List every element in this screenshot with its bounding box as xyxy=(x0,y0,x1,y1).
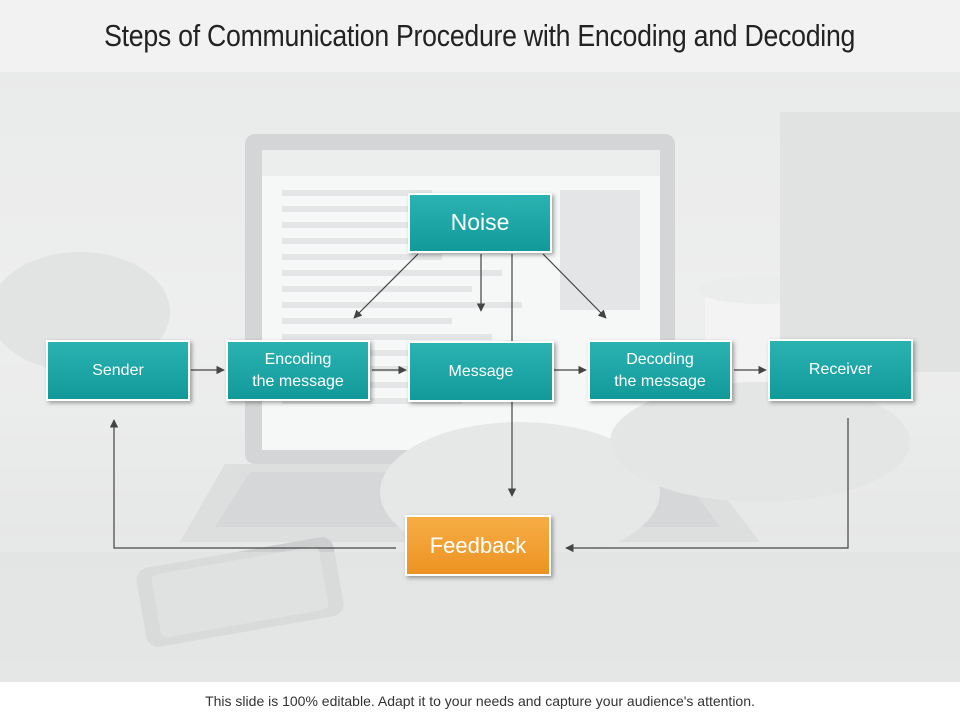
node-message: Message xyxy=(408,341,554,402)
footer-note: This slide is 100% editable. Adapt it to… xyxy=(0,682,960,720)
node-feedback: Feedback xyxy=(405,515,551,576)
footer-text: This slide is 100% editable. Adapt it to… xyxy=(205,693,755,709)
node-encoding: Encoding the message xyxy=(226,340,370,401)
arrow-noise-to-decoding xyxy=(542,253,607,319)
slide-title: Steps of Communication Procedure with En… xyxy=(104,18,856,53)
arrow-feedback-to-sender xyxy=(109,419,396,549)
arrow-receiver-to-feedback xyxy=(565,418,849,553)
arrow-noise-to-encoding xyxy=(353,253,419,319)
node-decoding: Decoding the message xyxy=(588,340,732,401)
node-noise: Noise xyxy=(408,193,552,253)
title-bar: Steps of Communication Procedure with En… xyxy=(0,0,960,72)
node-receiver: Receiver xyxy=(768,339,913,401)
node-sender: Sender xyxy=(46,340,190,401)
